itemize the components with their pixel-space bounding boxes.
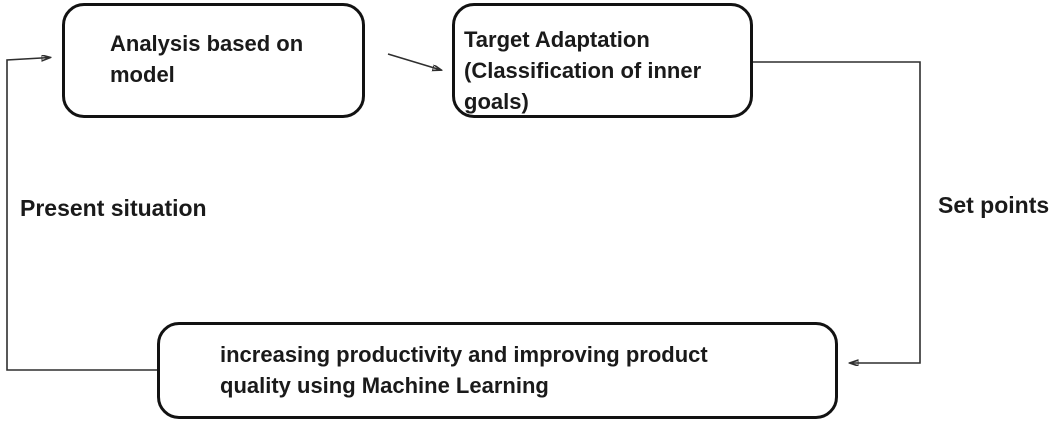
node-machine-learning-goal: increasing productivity and improving pr… bbox=[157, 322, 838, 419]
node-text-line: quality using Machine Learning bbox=[220, 373, 549, 398]
node-analysis-based-on-model: Analysis based on model bbox=[62, 3, 365, 118]
edge-label-set-points: Set points bbox=[938, 192, 1050, 218]
node-text-line: (Classification of inner bbox=[464, 58, 702, 83]
node-text-line: model bbox=[110, 62, 175, 87]
node-text-line: goals) bbox=[464, 89, 529, 114]
arrow-analysis-to-target bbox=[387, 53, 441, 70]
node-target-adaptation: Target Adaptation (Classification of inn… bbox=[452, 3, 753, 118]
node-text-line: Analysis based on bbox=[110, 31, 304, 56]
node-text-line: increasing productivity and improving pr… bbox=[220, 342, 708, 367]
edge-label-present-situation: Present situation bbox=[20, 195, 207, 221]
node-text-line: Target Adaptation bbox=[464, 27, 650, 52]
arrow-target-to-ml-setpoints bbox=[753, 61, 921, 363]
